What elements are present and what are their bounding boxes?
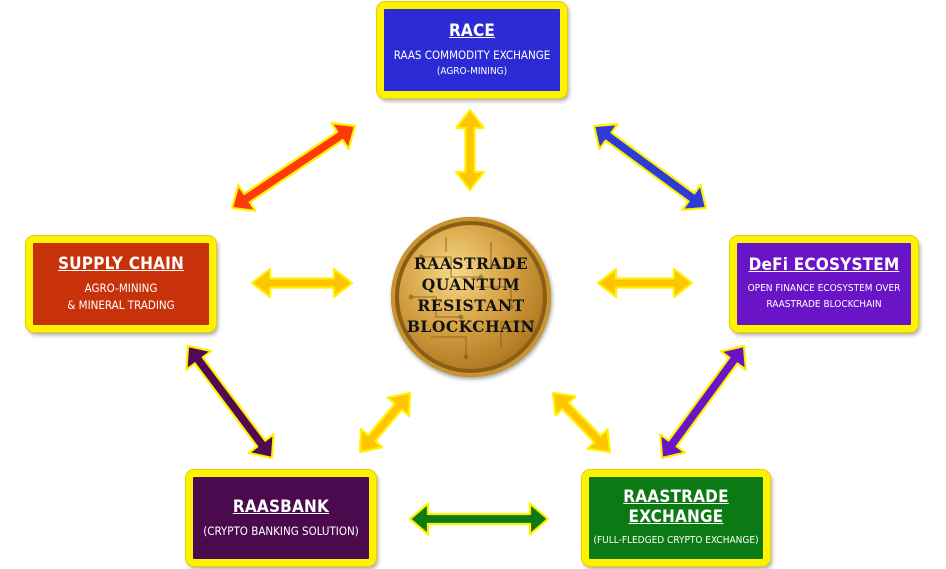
node-bank-title: RAASBANK	[232, 496, 330, 517]
node-supply-title: SUPPLY CHAIN	[57, 254, 185, 274]
circuit-pattern-icon	[408, 237, 534, 360]
coin-line-1: RAASTRADE	[413, 254, 529, 273]
arrow-race-supply	[230, 121, 357, 212]
node-raastrade-exchange[interactable]: RAASTRADE EXCHANGE (FULL-FLEDGED CRYPTO …	[582, 470, 770, 566]
arrow-bank-center	[358, 391, 412, 454]
node-race-line1: RAAS COMMODITY EXCHANGE	[393, 47, 551, 62]
blockchain-coin[interactable]: RAASTRADE QUANTUM RESISTANT BLOCKCHAIN	[391, 217, 551, 377]
node-exch-line1: (FULL-FLEDGED CRYPTO EXCHANGE)	[593, 535, 759, 546]
arrow-defi-center	[596, 268, 694, 298]
node-defi-title: DeFi ECOSYSTEM	[748, 255, 900, 275]
node-race-line2: (AGRO-MINING)	[436, 65, 508, 77]
arrow-supply-center	[250, 268, 354, 298]
node-supply-line2: & MINERAL TRADING	[67, 298, 175, 312]
node-exch-title: RAASTRADE EXCHANGE	[623, 487, 729, 527]
node-bank-line1: (CRYPTO BANKING SOLUTION)	[203, 523, 359, 538]
node-race[interactable]: RACE RAAS COMMODITY EXCHANGE (AGRO-MININ…	[377, 2, 567, 98]
arrow-exch-center	[551, 391, 612, 454]
arrow-supply-bank	[185, 344, 275, 460]
coin-line-2: QUANTUM	[421, 275, 521, 294]
node-supply-line1: AGRO-MINING	[84, 281, 158, 295]
arrow-race-center	[455, 108, 485, 192]
node-supply-chain[interactable]: SUPPLY CHAIN AGRO-MINING & MINERAL TRADI…	[26, 236, 216, 332]
node-race-title: RACE	[448, 20, 496, 41]
node-defi-ecosystem[interactable]: DeFi ECOSYSTEM OPEN FINANCE ECOSYSTEM OV…	[730, 236, 918, 332]
node-raasbank[interactable]: RAASBANK (CRYPTO BANKING SOLUTION)	[186, 470, 376, 566]
coin-line-3: RESISTANT	[417, 296, 525, 315]
node-defi-line1: OPEN FINANCE ECOSYSTEM OVER	[747, 283, 901, 294]
coin-label: RAASTRADE QUANTUM RESISTANT BLOCKCHAIN	[391, 253, 551, 337]
arrow-defi-exch	[658, 344, 748, 460]
node-defi-line2: RAASTRADE BLOCKCHAIN	[766, 299, 882, 310]
coin-line-4: BLOCKCHAIN	[406, 317, 536, 336]
arrow-race-defi	[592, 122, 708, 211]
arrow-bank-exch	[408, 502, 550, 536]
